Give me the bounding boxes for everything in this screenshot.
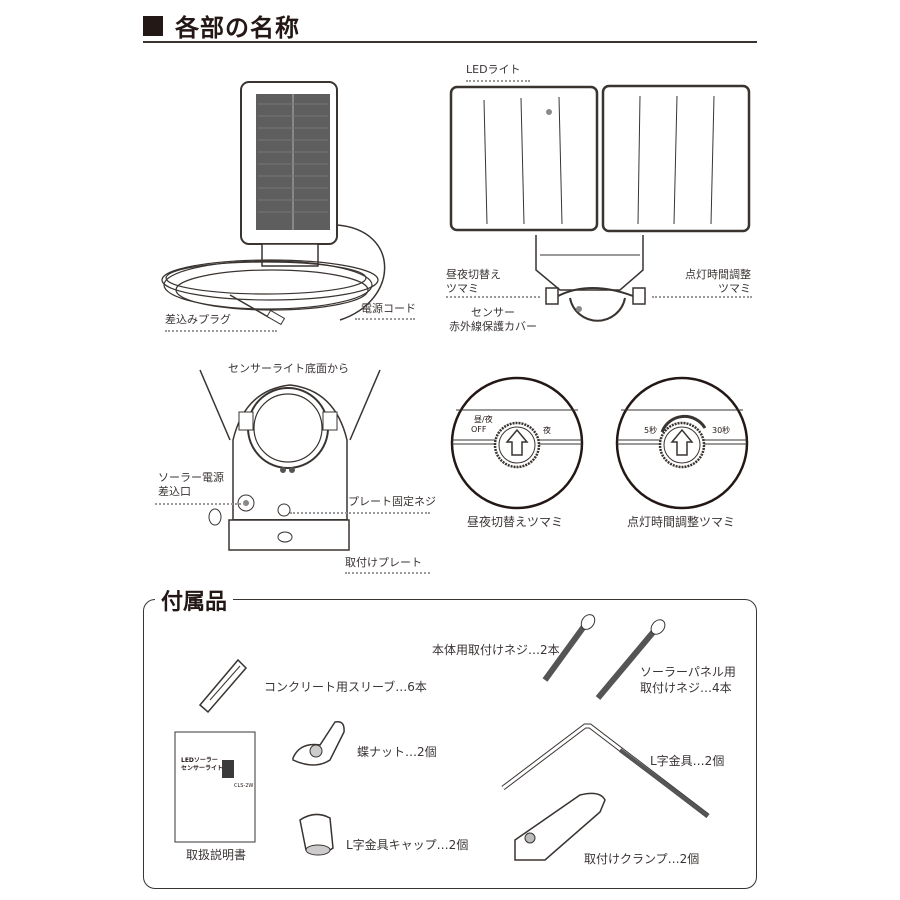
- label-led-light: LEDライト: [466, 63, 521, 76]
- label-line: 赤外線保護カバー: [449, 320, 537, 333]
- accessories-box: [143, 599, 757, 889]
- label-line: 昼夜切替え: [446, 268, 501, 281]
- title-rule: [143, 41, 757, 43]
- caption-day-night-knob: 昼夜切替えツマミ: [467, 515, 564, 529]
- label-power-cord: 電源コード: [361, 302, 416, 315]
- leader-cord: [355, 318, 415, 320]
- label-line: センサー: [471, 306, 515, 319]
- accessories-title: 付属品: [155, 584, 234, 616]
- label-line: ツマミ: [446, 282, 479, 295]
- title-square-icon: [143, 15, 163, 36]
- leader-day-night: [446, 296, 540, 298]
- manual-title-line: LEDソーラー: [181, 757, 218, 764]
- label-mount-plate: 取付けプレート: [345, 556, 422, 569]
- clamp-illustration: [514, 792, 606, 861]
- sleeve-illustration: [198, 658, 248, 714]
- label-line: ソーラー電源: [158, 471, 224, 484]
- leader-mount-plate: [345, 572, 430, 574]
- leader-plug: [165, 330, 277, 332]
- leader-solar-input: [155, 503, 245, 505]
- leader-sensor-dot: [576, 306, 582, 312]
- acc-label-cap: L字金具キャップ…2個: [346, 838, 469, 852]
- day-night-knob-illustration: [450, 376, 584, 510]
- acc-label-sleeve: コンクリート用スリーブ…6本: [264, 680, 427, 694]
- mark-night: 夜: [543, 426, 551, 435]
- label-line: 取付けネジ…4本: [640, 681, 732, 695]
- acc-label-body-screw: 本体用取付けネジ…2本: [432, 643, 560, 657]
- page-title: 各部の名称: [143, 8, 300, 43]
- leader-timer: [652, 296, 752, 298]
- caption-timer-knob: 点灯時間調整ツマミ: [627, 515, 736, 529]
- label-plate-screw: プレート固定ネジ: [348, 495, 436, 508]
- acc-label-panel-screw: ソーラーパネル用 取付けネジ…4本: [640, 664, 736, 696]
- acc-label-l-bracket: L字金具…2個: [650, 754, 725, 768]
- acc-label-clamp: 取付けクランプ…2個: [584, 852, 700, 866]
- timer-knob-illustration: [615, 376, 749, 510]
- label-timer-knob: 点灯時間調整 ツマミ: [673, 268, 751, 296]
- manual-title-line: センサーライト: [181, 765, 224, 772]
- label-day-night-knob: 昼夜切替え ツマミ: [446, 268, 501, 296]
- label-line: ソーラーパネル用: [640, 665, 736, 679]
- manual-model: CLS-2W: [234, 783, 254, 789]
- page-title-text: 各部の名称: [175, 14, 300, 42]
- panel-screw-illustration: [595, 619, 666, 700]
- label-solar-input: ソーラー電源 差込口: [158, 471, 224, 499]
- l-bracket-illustration: [501, 723, 710, 818]
- acc-label-manual: 取扱説明書: [186, 848, 247, 862]
- manual-cover-title: LEDソーラー センサーライト: [181, 757, 223, 773]
- mark-day-night: 昼/夜: [474, 415, 493, 424]
- mark-30sec: 30秒: [712, 426, 731, 435]
- label-plug: 差込みプラグ: [165, 313, 231, 326]
- acc-label-wing-nut: 蝶ナット…2個: [357, 745, 437, 759]
- leader-plate-screw: [290, 512, 430, 514]
- manual-illustration: [174, 731, 256, 843]
- label-line: 点灯時間調整: [685, 268, 751, 281]
- leader-led: [466, 80, 530, 82]
- label-line: 差込口: [158, 485, 191, 498]
- wing-nut-illustration: [292, 720, 345, 766]
- mark-5sec: 5秒: [644, 426, 658, 435]
- leader-led-dot: [546, 109, 552, 115]
- body-screw-illustration: [542, 614, 596, 682]
- mark-off: OFF: [471, 425, 487, 434]
- label-line: ツマミ: [718, 282, 751, 295]
- label-sensor-cover: センサー 赤外線保護カバー: [446, 306, 540, 334]
- cap-illustration: [299, 813, 334, 856]
- caption-bottom-view: センサーライト底面から: [228, 362, 349, 375]
